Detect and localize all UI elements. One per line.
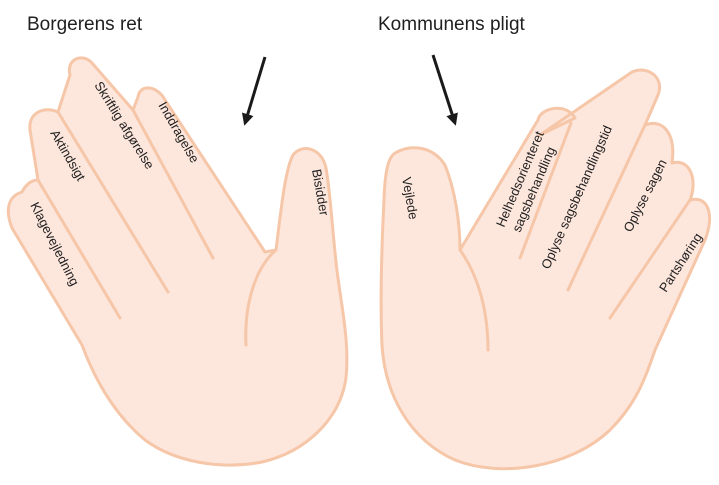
left-hand: Klagevejledning Aktindsigt Skriftlig afg… (8, 58, 347, 465)
right-hand: Vejlede Helhedsorienteret sagsbehandling… (381, 70, 709, 469)
arrow-down-left-icon (433, 55, 454, 120)
arrow-down-right-icon (246, 57, 265, 120)
